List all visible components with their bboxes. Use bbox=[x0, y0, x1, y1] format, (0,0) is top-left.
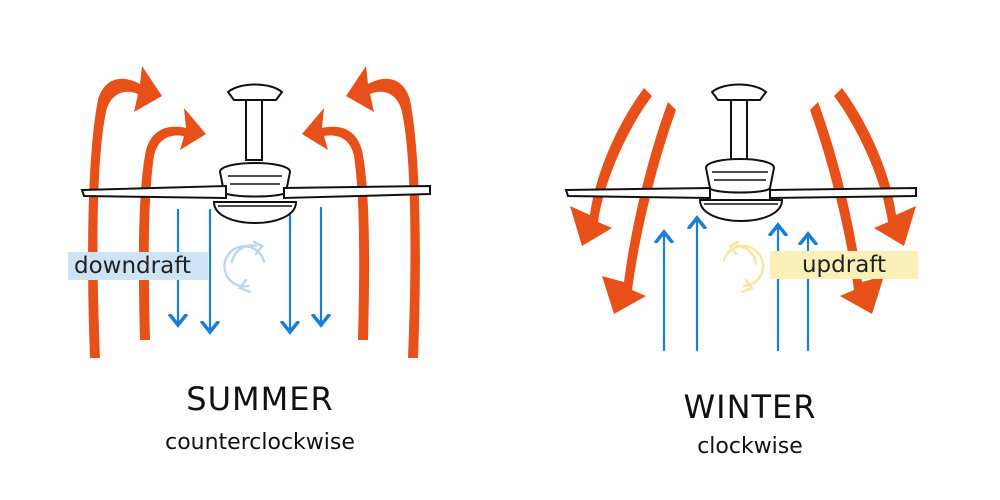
winter-ceiling-fan bbox=[564, 83, 917, 222]
fan-light-bowl bbox=[212, 201, 298, 224]
summer-ceiling-fan bbox=[80, 83, 431, 224]
warm-air-arrow bbox=[302, 108, 370, 340]
fan-blade-right bbox=[769, 186, 917, 200]
clockwise-rotation-icon bbox=[722, 240, 765, 294]
downdraft-label: downdraft bbox=[68, 252, 208, 280]
fan-blade-left bbox=[80, 184, 227, 200]
warm-air-arrow bbox=[570, 88, 652, 246]
summer-warm-air-arrows bbox=[88, 66, 420, 358]
warm-air-arrow bbox=[602, 102, 676, 314]
warm-air-arrow bbox=[346, 66, 420, 358]
warm-air-arrow bbox=[834, 88, 916, 246]
fan-canopy bbox=[226, 83, 284, 101]
winter-cool-air-arrows bbox=[664, 218, 808, 352]
warm-air-arrow bbox=[88, 66, 162, 358]
updraft-label: updraft bbox=[770, 251, 918, 279]
fan-motor-housing bbox=[704, 158, 776, 194]
summer-title: SUMMER bbox=[186, 380, 334, 418]
fan-downrod bbox=[245, 99, 263, 161]
fan-blade-right bbox=[283, 184, 431, 200]
winter-title: WINTER bbox=[683, 388, 817, 426]
fan-light-bowl bbox=[698, 199, 784, 222]
fan-canopy bbox=[710, 83, 768, 101]
warm-air-arrow bbox=[138, 108, 206, 340]
winter-direction: clockwise bbox=[697, 434, 803, 459]
fan-downrod bbox=[730, 99, 748, 161]
winter-warm-air-arrows bbox=[570, 88, 916, 314]
counterclockwise-rotation-icon bbox=[223, 240, 266, 294]
summer-panel bbox=[80, 66, 431, 358]
summer-direction: counterclockwise bbox=[165, 430, 355, 455]
warm-air-arrow bbox=[810, 102, 884, 314]
fan-motor-housing bbox=[218, 162, 292, 198]
fan-blade-left bbox=[564, 186, 711, 200]
winter-panel bbox=[564, 83, 917, 352]
